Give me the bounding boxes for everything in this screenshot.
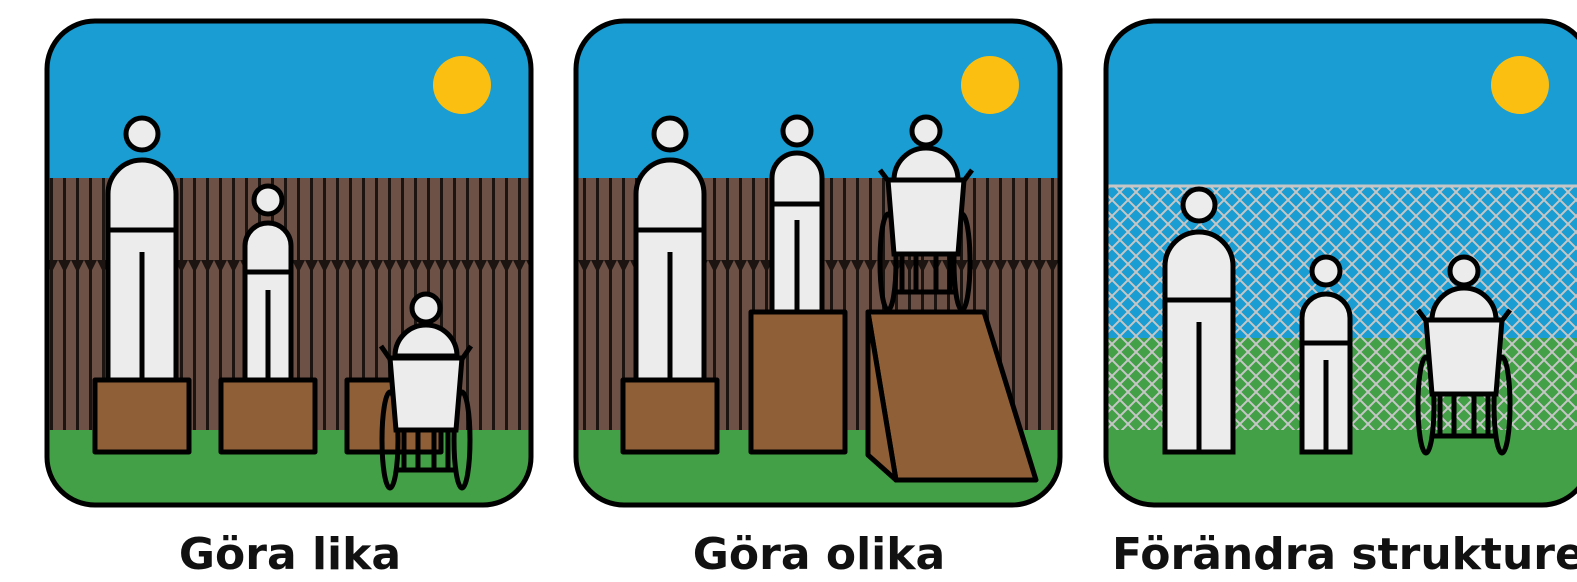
caption-different: Göra olika xyxy=(579,528,1059,582)
panel-change-structure xyxy=(1106,21,1577,505)
caption-equal: Göra lika xyxy=(50,528,530,582)
panel-equal-treatment xyxy=(47,21,531,505)
sun-icon xyxy=(433,56,491,114)
illustration xyxy=(0,0,1577,530)
box xyxy=(95,380,189,452)
box xyxy=(623,380,717,452)
panel-equity-treatment xyxy=(576,21,1060,505)
sun-icon xyxy=(1491,56,1549,114)
sun-icon xyxy=(961,56,1019,114)
tall-box xyxy=(751,312,845,452)
caption-change-structure: Förändra strukturen xyxy=(1112,528,1577,582)
box xyxy=(221,380,315,452)
